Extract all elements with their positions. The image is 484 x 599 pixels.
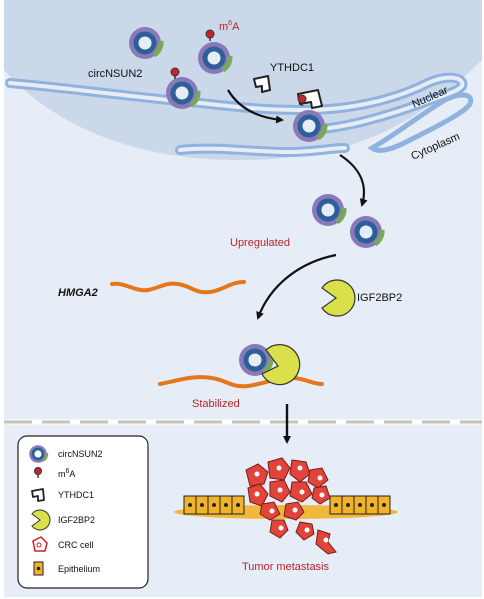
circnsun2-circle-1 (129, 27, 161, 59)
epithelium-left (183, 495, 245, 515)
legend-ythdc1-label: YTHDC1 (58, 490, 94, 500)
legend-item-crc-cell: CRC cell (32, 536, 94, 552)
arrow-stabilize (256, 253, 337, 320)
circnsun2-label: circNSUN2 (88, 68, 142, 80)
igf2bp2-protein (321, 279, 356, 317)
nuclear-membrane-right-lobe (367, 92, 474, 153)
legend-item-m6a: m6A (34, 467, 75, 479)
legend-ythdc1-icon (31, 488, 45, 502)
m6a-label: m6A (219, 20, 240, 33)
circnsun2-circle-3 (198, 42, 230, 74)
tumor-cell-cluster (245, 457, 337, 555)
circnsun2-circle-export (293, 110, 325, 142)
circnsun2-cyto-1 (312, 194, 344, 226)
stabilized-label: Stabilized (192, 398, 240, 410)
legend-igf2bp2-icon (31, 509, 51, 531)
arrow-binding (227, 89, 284, 124)
hmga2-label: HMGA2 (58, 287, 98, 299)
igf2bp2-bound (261, 344, 301, 386)
hmga2-mrna (110, 280, 246, 295)
circnsun2-bound (239, 344, 271, 376)
ythdc1-protein (253, 75, 271, 93)
upregulated-label: Upregulated (230, 237, 290, 249)
epithelium-right (329, 495, 391, 515)
ythdc1-label: YTHDC1 (270, 62, 314, 74)
legend-item-circnsun2: circNSUN2 (29, 445, 103, 463)
circnsun2-circle-2 (166, 77, 198, 109)
legend-crc-cell-icon (32, 536, 48, 552)
ythdc1-bound (297, 89, 323, 109)
legend-igf2bp2-label: IGF2BP2 (58, 515, 95, 525)
legend-box (17, 435, 149, 589)
igf2bp2-label: IGF2BP2 (357, 292, 402, 304)
arrow-export (339, 154, 368, 207)
legend-epithelium-label: Epithelium (58, 564, 100, 574)
circnsun2-cyto-2 (350, 216, 382, 248)
legend-circ-icon (29, 445, 49, 463)
nuclear-membrane-pore-edge-inner (178, 146, 347, 155)
hmga2-mrna-stabilized (158, 375, 324, 389)
legend-item-igf2bp2: IGF2BP2 (31, 509, 95, 531)
legend-circnsun2-label: circNSUN2 (58, 449, 103, 459)
legend-crc-cell-label: CRC cell (58, 540, 94, 550)
legend-m6a-label: m6A (58, 468, 75, 479)
tumor-metastasis-label: Tumor metastasis (242, 561, 330, 573)
legend-item-ythdc1: YTHDC1 (31, 488, 94, 502)
legend-item-epithelium: Epithelium (33, 561, 100, 576)
